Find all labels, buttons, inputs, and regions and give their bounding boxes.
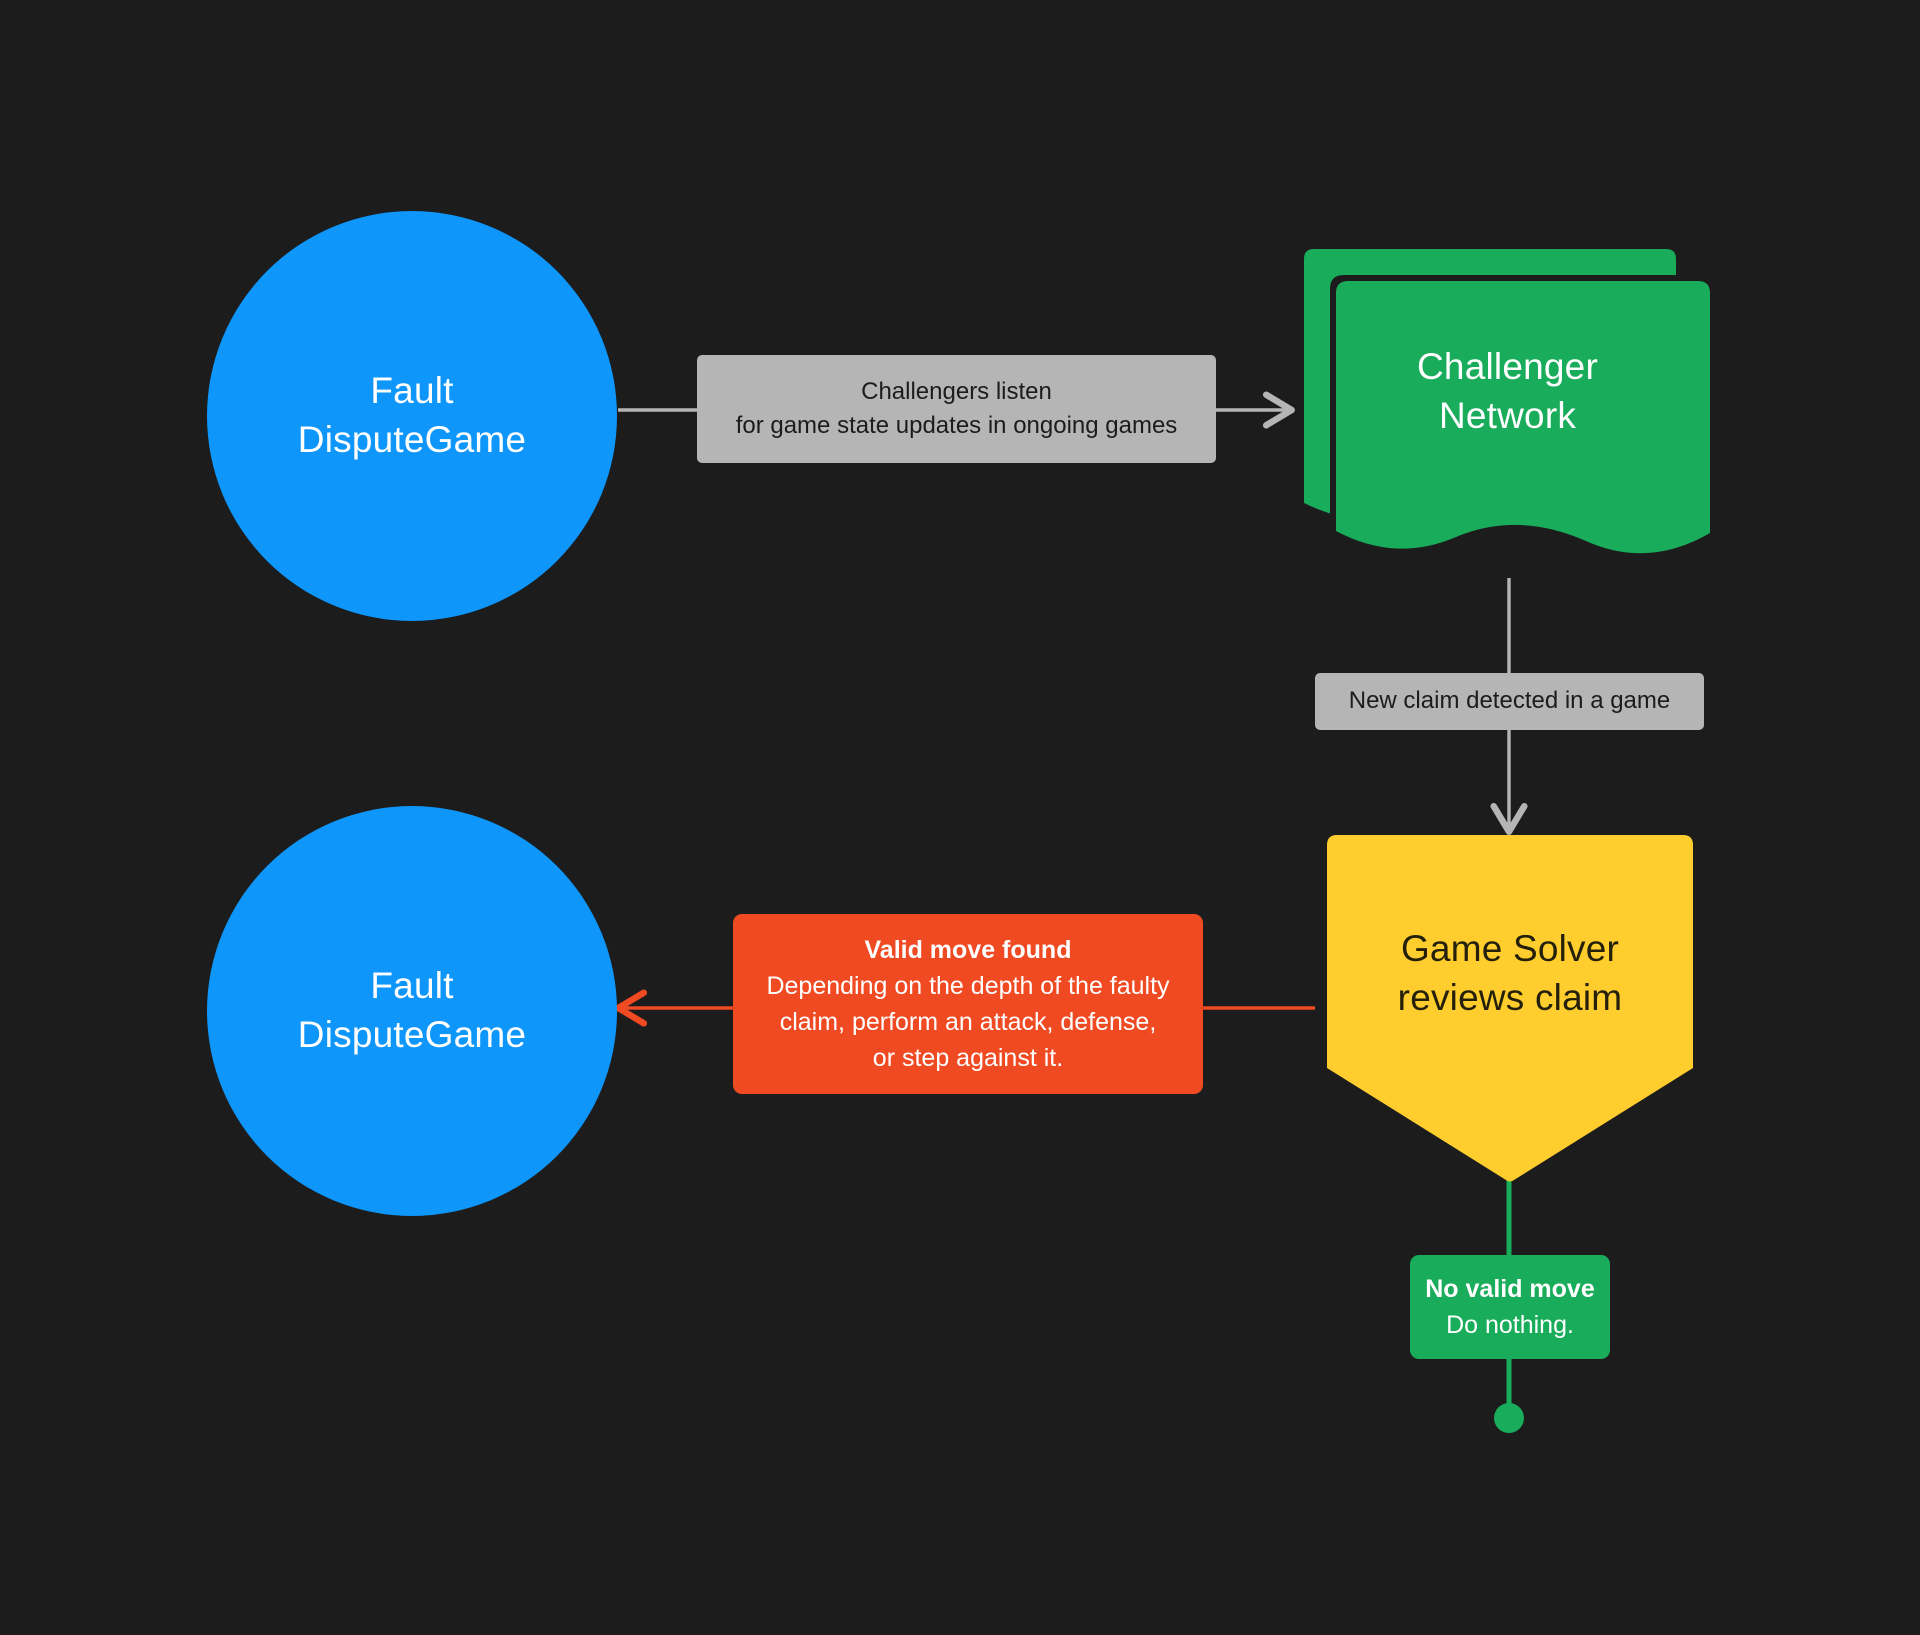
edge-label-new-claim-detected: New claim detected in a game xyxy=(1315,673,1704,730)
edge-label-title: Valid move found xyxy=(864,935,1072,964)
node-game-solver[interactable]: Game Solver reviews claim xyxy=(1315,833,1705,1183)
node-label-line1: Fault xyxy=(370,965,454,1007)
edge-label-line2: claim, perform an attack, defense, xyxy=(779,1008,1157,1036)
edge-label-line1: Depending on the depth of the faulty xyxy=(766,971,1170,1000)
edge-label-line1: Challengers listen xyxy=(861,377,1052,405)
node-fault-dispute-game-bottom[interactable]: Fault DisputeGame xyxy=(207,806,617,1216)
node-label-line2: DisputeGame xyxy=(297,1014,527,1055)
edge-label-title: No valid move xyxy=(1425,1274,1595,1303)
edge-label-line3: or step against it. xyxy=(872,1044,1064,1073)
node-challenger-network[interactable]: Challenger Network xyxy=(1300,245,1715,575)
multiple-documents-icon xyxy=(1304,249,1714,559)
edge-label-valid-move-found: Valid move found Depending on the depth … xyxy=(733,914,1203,1094)
terminator-dot xyxy=(1494,1403,1524,1433)
edge-label-challengers-listen: Challengers listen for game state update… xyxy=(697,355,1216,463)
node-label-line2: DisputeGame xyxy=(297,419,527,460)
edge-label-line2: for game state updates in ongoing games xyxy=(735,412,1178,439)
node-label-line1: Fault xyxy=(370,370,454,412)
edge-label-no-valid-move: No valid move Do nothing. xyxy=(1410,1255,1610,1359)
edge-label-line1: Do nothing. xyxy=(1446,1311,1574,1339)
node-fault-dispute-game-top[interactable]: Fault DisputeGame xyxy=(207,211,617,621)
edge-label-line1: New claim detected in a game xyxy=(1348,687,1671,715)
pentagon-down-shape xyxy=(1327,835,1693,1182)
